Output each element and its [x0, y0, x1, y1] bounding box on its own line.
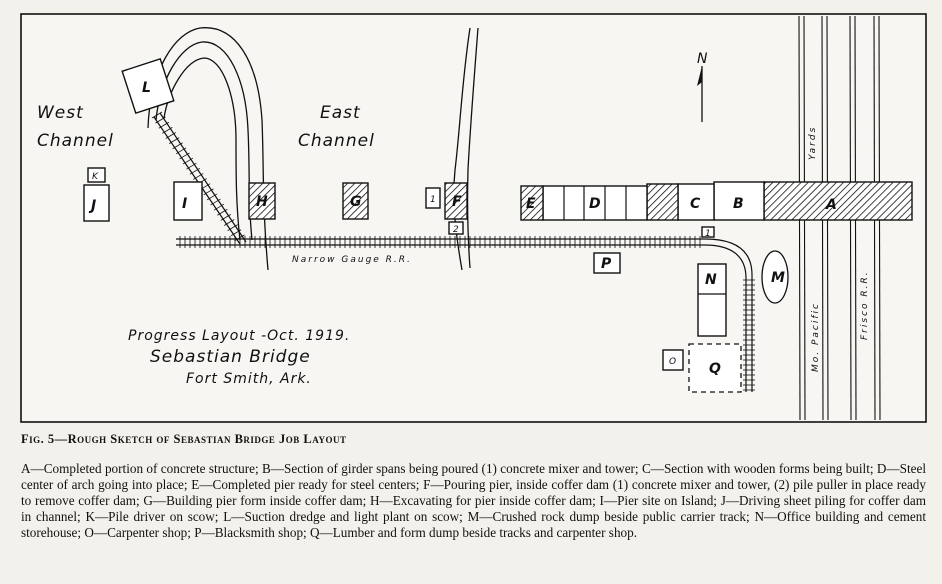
structure-E	[520, 185, 544, 221]
track-ties	[151, 111, 755, 391]
yards-label: Yards	[808, 126, 818, 160]
label-P: P	[601, 256, 612, 272]
label-G: G	[350, 194, 362, 210]
caption-body: A—Completed portion of concrete structur…	[21, 461, 926, 540]
label-1-F: 1	[430, 195, 436, 205]
structure-C-small	[701, 226, 715, 238]
label-O: O	[669, 357, 676, 367]
figure-caption: Fig. 5—Rough Sketch of Sebastian Bridge …	[21, 432, 926, 541]
north-arrow-icon: N	[697, 51, 708, 122]
west-channel-line1: West	[37, 103, 84, 123]
structure-H	[248, 182, 276, 220]
structure-F-mixer	[425, 187, 441, 209]
structure-I	[173, 181, 203, 221]
layout-title-line2: Sebastian Bridge	[150, 347, 311, 367]
svg-text:N: N	[697, 51, 708, 67]
label-1-C: 1	[705, 229, 711, 239]
bridge-structures	[83, 58, 913, 393]
label-2-F: 2	[453, 225, 459, 235]
narrow-gauge-track	[153, 112, 753, 392]
label-L: L	[142, 80, 151, 96]
structure-O	[662, 349, 684, 371]
structure-B	[713, 181, 765, 221]
label-M: M	[771, 270, 785, 286]
structure-K	[87, 167, 106, 183]
structure-L	[121, 58, 175, 114]
label-J: J	[88, 198, 96, 214]
label-E: E	[526, 196, 536, 212]
layout-sketch: A B C D E F G H I J K L M N O P Q 1 2 1 …	[20, 13, 927, 423]
label-Q: Q	[709, 361, 721, 377]
label-F: F	[452, 194, 462, 210]
label-C: C	[690, 196, 701, 212]
structure-Q	[688, 343, 742, 393]
label-K: K	[92, 172, 99, 182]
structure-C	[677, 183, 715, 221]
narrow-gauge-label: Narrow Gauge R.R.	[292, 255, 412, 265]
east-channel-line2: Channel	[298, 131, 375, 151]
structure-A	[763, 181, 913, 221]
caption-title: Fig. 5—Rough Sketch of Sebastian Bridge …	[21, 432, 347, 446]
west-channel-line2: Channel	[37, 131, 114, 151]
east-channel-line1: East	[320, 103, 361, 123]
structure-N	[697, 263, 727, 337]
mo-pacific-label: Mo. Pacific	[811, 302, 821, 372]
label-N: N	[705, 272, 717, 288]
structure-G	[342, 182, 369, 220]
structure-P	[593, 252, 621, 274]
structure-C-hatch	[646, 183, 679, 221]
label-B: B	[733, 196, 744, 212]
structure-letters: A B C D E F G H I J K L M N O P Q 1 2 1	[88, 80, 837, 377]
structure-J	[83, 184, 110, 222]
structure-M	[761, 250, 789, 304]
label-H: H	[256, 194, 268, 210]
frisco-label: Frisco R.R.	[860, 270, 870, 340]
label-D: D	[589, 196, 601, 212]
label-A: A	[825, 197, 837, 213]
layout-title-line3: Fort Smith, Ark.	[186, 371, 312, 387]
structure-F-puller	[448, 221, 464, 235]
layout-title-line1: Progress Layout -Oct. 1919.	[128, 328, 350, 344]
structure-F	[444, 182, 468, 220]
label-I: I	[182, 196, 187, 212]
